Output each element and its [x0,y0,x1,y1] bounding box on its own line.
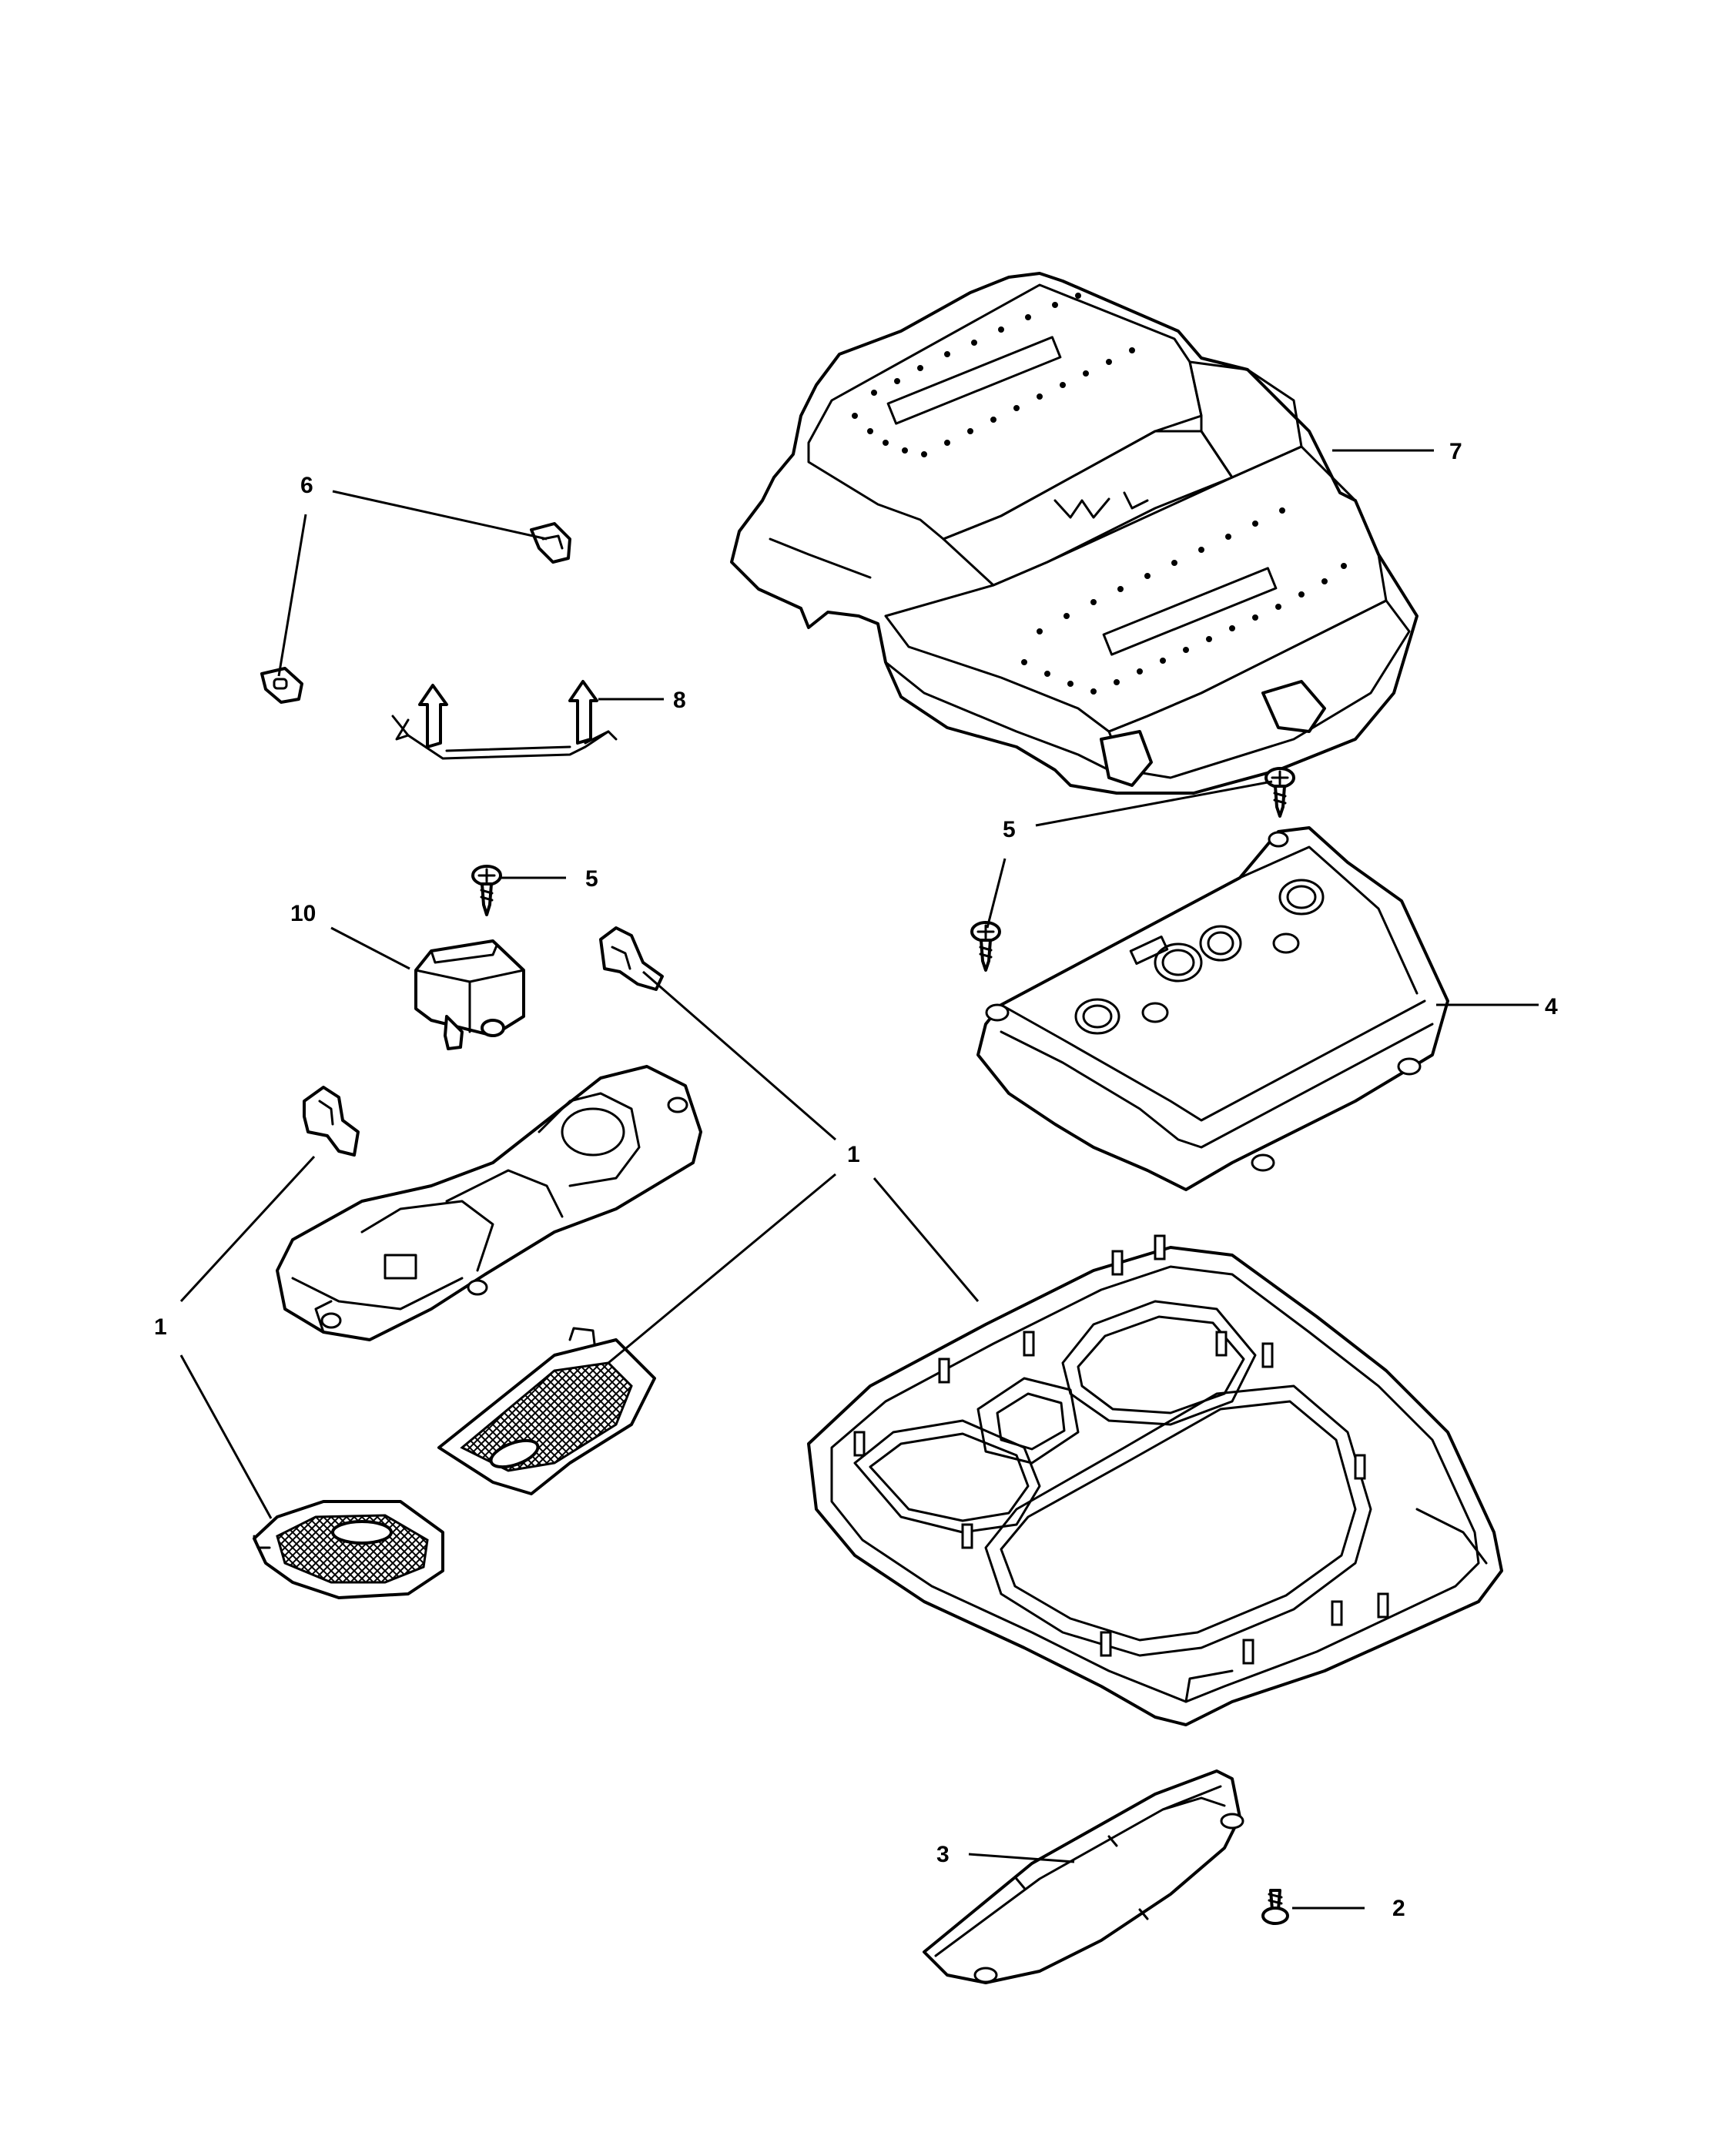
leader-6b [277,514,307,677]
callout-labels: 7 6 8 5 5 10 4 1 1 3 2 [154,439,1558,1921]
clip-part-6-lower [260,667,303,704]
bezel-part-1 [807,1234,1503,1726]
retainer-bracket-part-8 [391,680,618,760]
lens-part-1-left [253,1500,444,1599]
housing-dots [852,293,1347,695]
console-housing-part-7 [730,272,1419,795]
module-part-10 [414,939,525,1050]
leader-1-e [179,1354,273,1519]
lamp-bracket-part-1-left [303,1086,360,1157]
lens-part-1-center [437,1327,656,1495]
clip-part-6-upper [530,522,571,564]
leader-1-a [642,970,836,1141]
callout-10: 10 [290,901,316,926]
callout-1-center: 1 [847,1142,860,1167]
leader-1-d [179,1155,316,1303]
callout-1-left: 1 [154,1314,167,1340]
callout-2: 2 [1392,1896,1405,1921]
callout-4: 4 [1545,994,1558,1019]
leader-5-right-b [986,858,1007,929]
screw-part-2 [1261,1889,1289,1925]
leader-3 [968,1853,1075,1863]
leader-1-c [873,1177,980,1302]
screw-part-5-left [471,865,502,916]
callout-5-left: 5 [585,866,598,892]
trim-cover-part-3 [923,1769,1244,1984]
leader-5-right-a [1035,780,1273,827]
callout-3: 3 [936,1842,950,1867]
callout-7: 7 [1449,439,1462,464]
leader-1-b [608,1173,836,1364]
leader-10 [330,926,410,970]
callout-6: 6 [300,473,313,498]
callout-8: 8 [673,688,686,713]
leader-lines [179,449,1539,1910]
callout-5-right: 5 [1003,817,1016,842]
tray-part-4 [976,826,1449,1191]
screw-part-5-right-upper [1264,767,1295,818]
leader-6a [332,490,548,541]
screw-part-5-right-lower [970,921,1001,972]
lamp-housing-part-1 [276,1065,702,1341]
